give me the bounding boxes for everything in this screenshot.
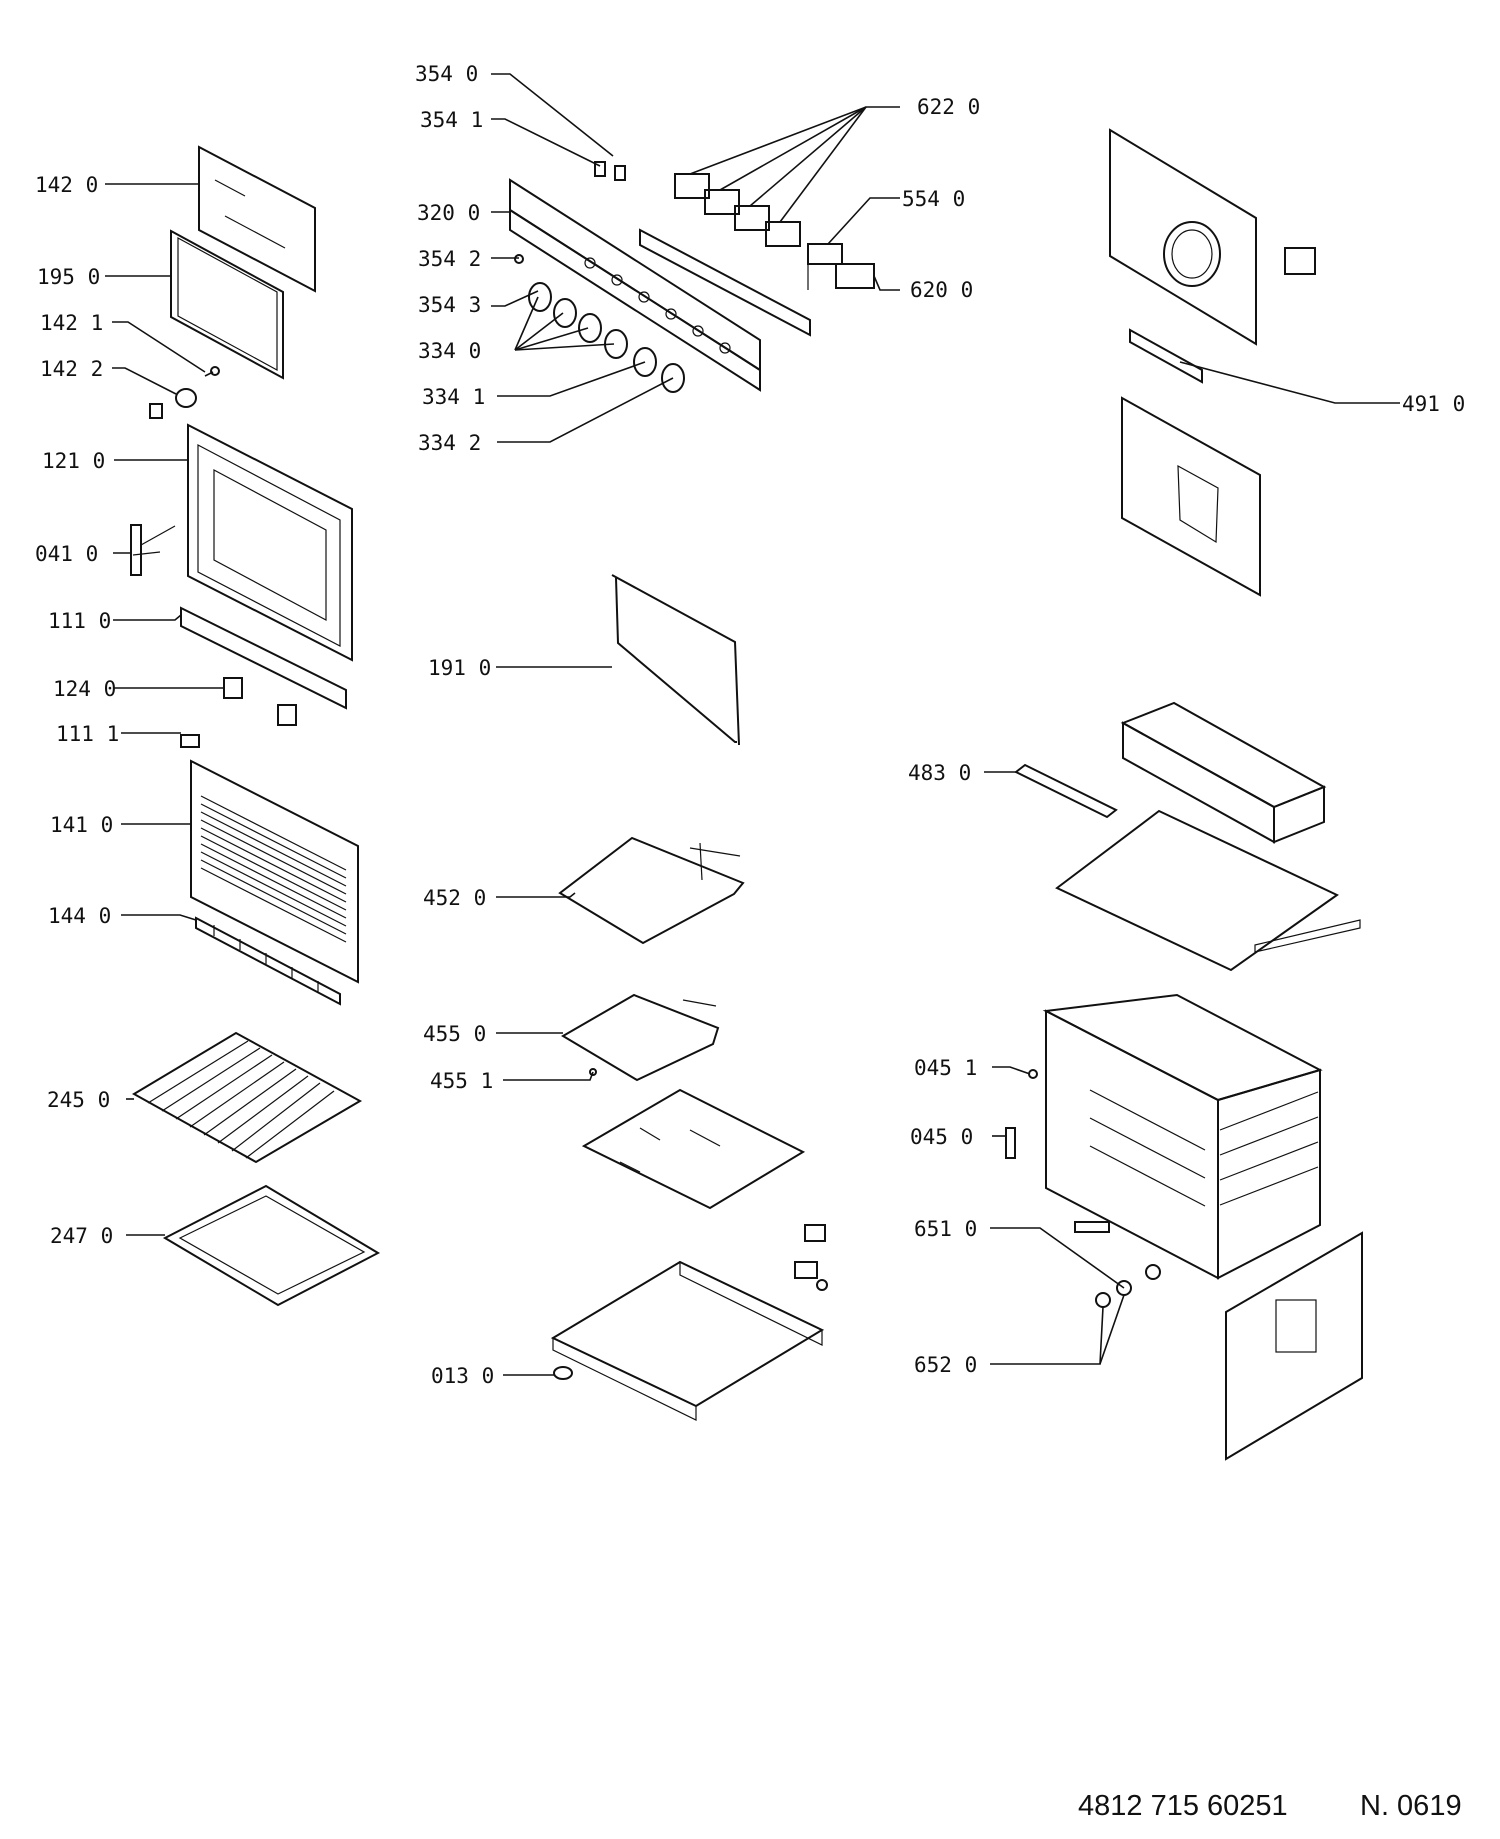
panel-screw bbox=[514, 254, 524, 264]
part-labels: 354 0 354 1 320 0 354 2 354 3 334 0 334 … bbox=[35, 62, 1465, 1388]
label-045-1: 045 1 bbox=[914, 1056, 977, 1080]
control-panel bbox=[509, 178, 761, 392]
inner-door-frame bbox=[187, 423, 353, 662]
label-142-1: 142 1 bbox=[40, 311, 103, 335]
label-334-2: 334 2 bbox=[418, 431, 481, 455]
door-inner-glass bbox=[170, 229, 284, 380]
label-320-0: 320 0 bbox=[417, 201, 480, 225]
oven-lamp-parts bbox=[1074, 1221, 1161, 1308]
document-number: 4812 715 60251 bbox=[1078, 1790, 1288, 1822]
switch-bracket bbox=[639, 228, 811, 337]
hinge-bushing bbox=[149, 388, 197, 419]
glass-clip bbox=[204, 366, 220, 377]
label-652-0: 652 0 bbox=[914, 1353, 977, 1377]
label-111-1: 111 1 bbox=[56, 722, 119, 746]
label-144-0: 144 0 bbox=[48, 904, 111, 928]
label-247-0: 247 0 bbox=[50, 1224, 113, 1248]
label-483-0: 483 0 bbox=[908, 761, 971, 785]
selector-switches bbox=[674, 173, 801, 247]
side-screws bbox=[1005, 1069, 1038, 1159]
bottom-connectors bbox=[794, 1224, 828, 1291]
label-245-0: 245 0 bbox=[47, 1088, 110, 1112]
handle-clip bbox=[180, 734, 200, 748]
label-334-1: 334 1 bbox=[422, 385, 485, 409]
label-620-0: 620 0 bbox=[910, 278, 973, 302]
leader-lines bbox=[105, 73, 1400, 1376]
label-124-0: 124 0 bbox=[53, 677, 116, 701]
label-491-0: 491 0 bbox=[1402, 392, 1465, 416]
vent-grille bbox=[1014, 763, 1118, 819]
door-outer-glass bbox=[198, 145, 316, 293]
top-heating-element bbox=[558, 836, 745, 945]
label-622-0: 622 0 bbox=[917, 95, 980, 119]
rear-bracket bbox=[1121, 396, 1261, 597]
label-045-0: 045 0 bbox=[910, 1125, 973, 1149]
thermostat bbox=[807, 243, 843, 290]
label-141-0: 141 0 bbox=[50, 813, 113, 837]
label-651-0: 651 0 bbox=[914, 1217, 977, 1241]
rear-fan-panel bbox=[1109, 128, 1316, 346]
label-554-0: 554 0 bbox=[902, 187, 965, 211]
baking-tray bbox=[162, 1184, 381, 1307]
label-142-2: 142 2 bbox=[40, 357, 103, 381]
bottom-heating-element bbox=[561, 993, 720, 1082]
label-354-2: 354 2 bbox=[418, 247, 481, 271]
foot bbox=[553, 1366, 573, 1380]
label-455-1: 455 1 bbox=[430, 1069, 493, 1093]
label-452-0: 452 0 bbox=[423, 886, 486, 910]
oven-cavity bbox=[1042, 993, 1323, 1280]
label-334-0: 334 0 bbox=[418, 339, 481, 363]
wire-shelf bbox=[132, 1031, 363, 1164]
oven-floor-plate bbox=[550, 1260, 825, 1421]
outer-door-panel bbox=[190, 759, 359, 984]
terminal-block bbox=[1129, 328, 1203, 384]
label-111-0: 111 0 bbox=[48, 609, 111, 633]
label-191-0: 191 0 bbox=[428, 656, 491, 680]
door-bottom-trim bbox=[195, 916, 341, 1006]
document-revision: N. 0619 bbox=[1360, 1790, 1462, 1822]
timer-switch bbox=[835, 263, 875, 289]
door-hinge bbox=[130, 524, 176, 576]
handle-end-caps bbox=[223, 677, 297, 726]
label-354-1: 354 1 bbox=[420, 108, 483, 132]
door-seal bbox=[611, 574, 740, 746]
label-142-0: 142 0 bbox=[35, 173, 98, 197]
rear-panel bbox=[1225, 1231, 1363, 1461]
label-455-0: 455 0 bbox=[423, 1022, 486, 1046]
label-195-0: 195 0 bbox=[37, 265, 100, 289]
label-354-0: 354 0 bbox=[415, 62, 478, 86]
label-354-3: 354 3 bbox=[418, 293, 481, 317]
top-cover bbox=[1120, 701, 1327, 844]
door-handle bbox=[180, 606, 347, 710]
indicator-lamps bbox=[594, 161, 626, 181]
label-041-0: 041 0 bbox=[35, 542, 98, 566]
heat-diffuser-plate bbox=[581, 1088, 806, 1210]
top-plate bbox=[1055, 809, 1361, 972]
label-121-0: 121 0 bbox=[42, 449, 105, 473]
label-013-0: 013 0 bbox=[431, 1364, 494, 1388]
